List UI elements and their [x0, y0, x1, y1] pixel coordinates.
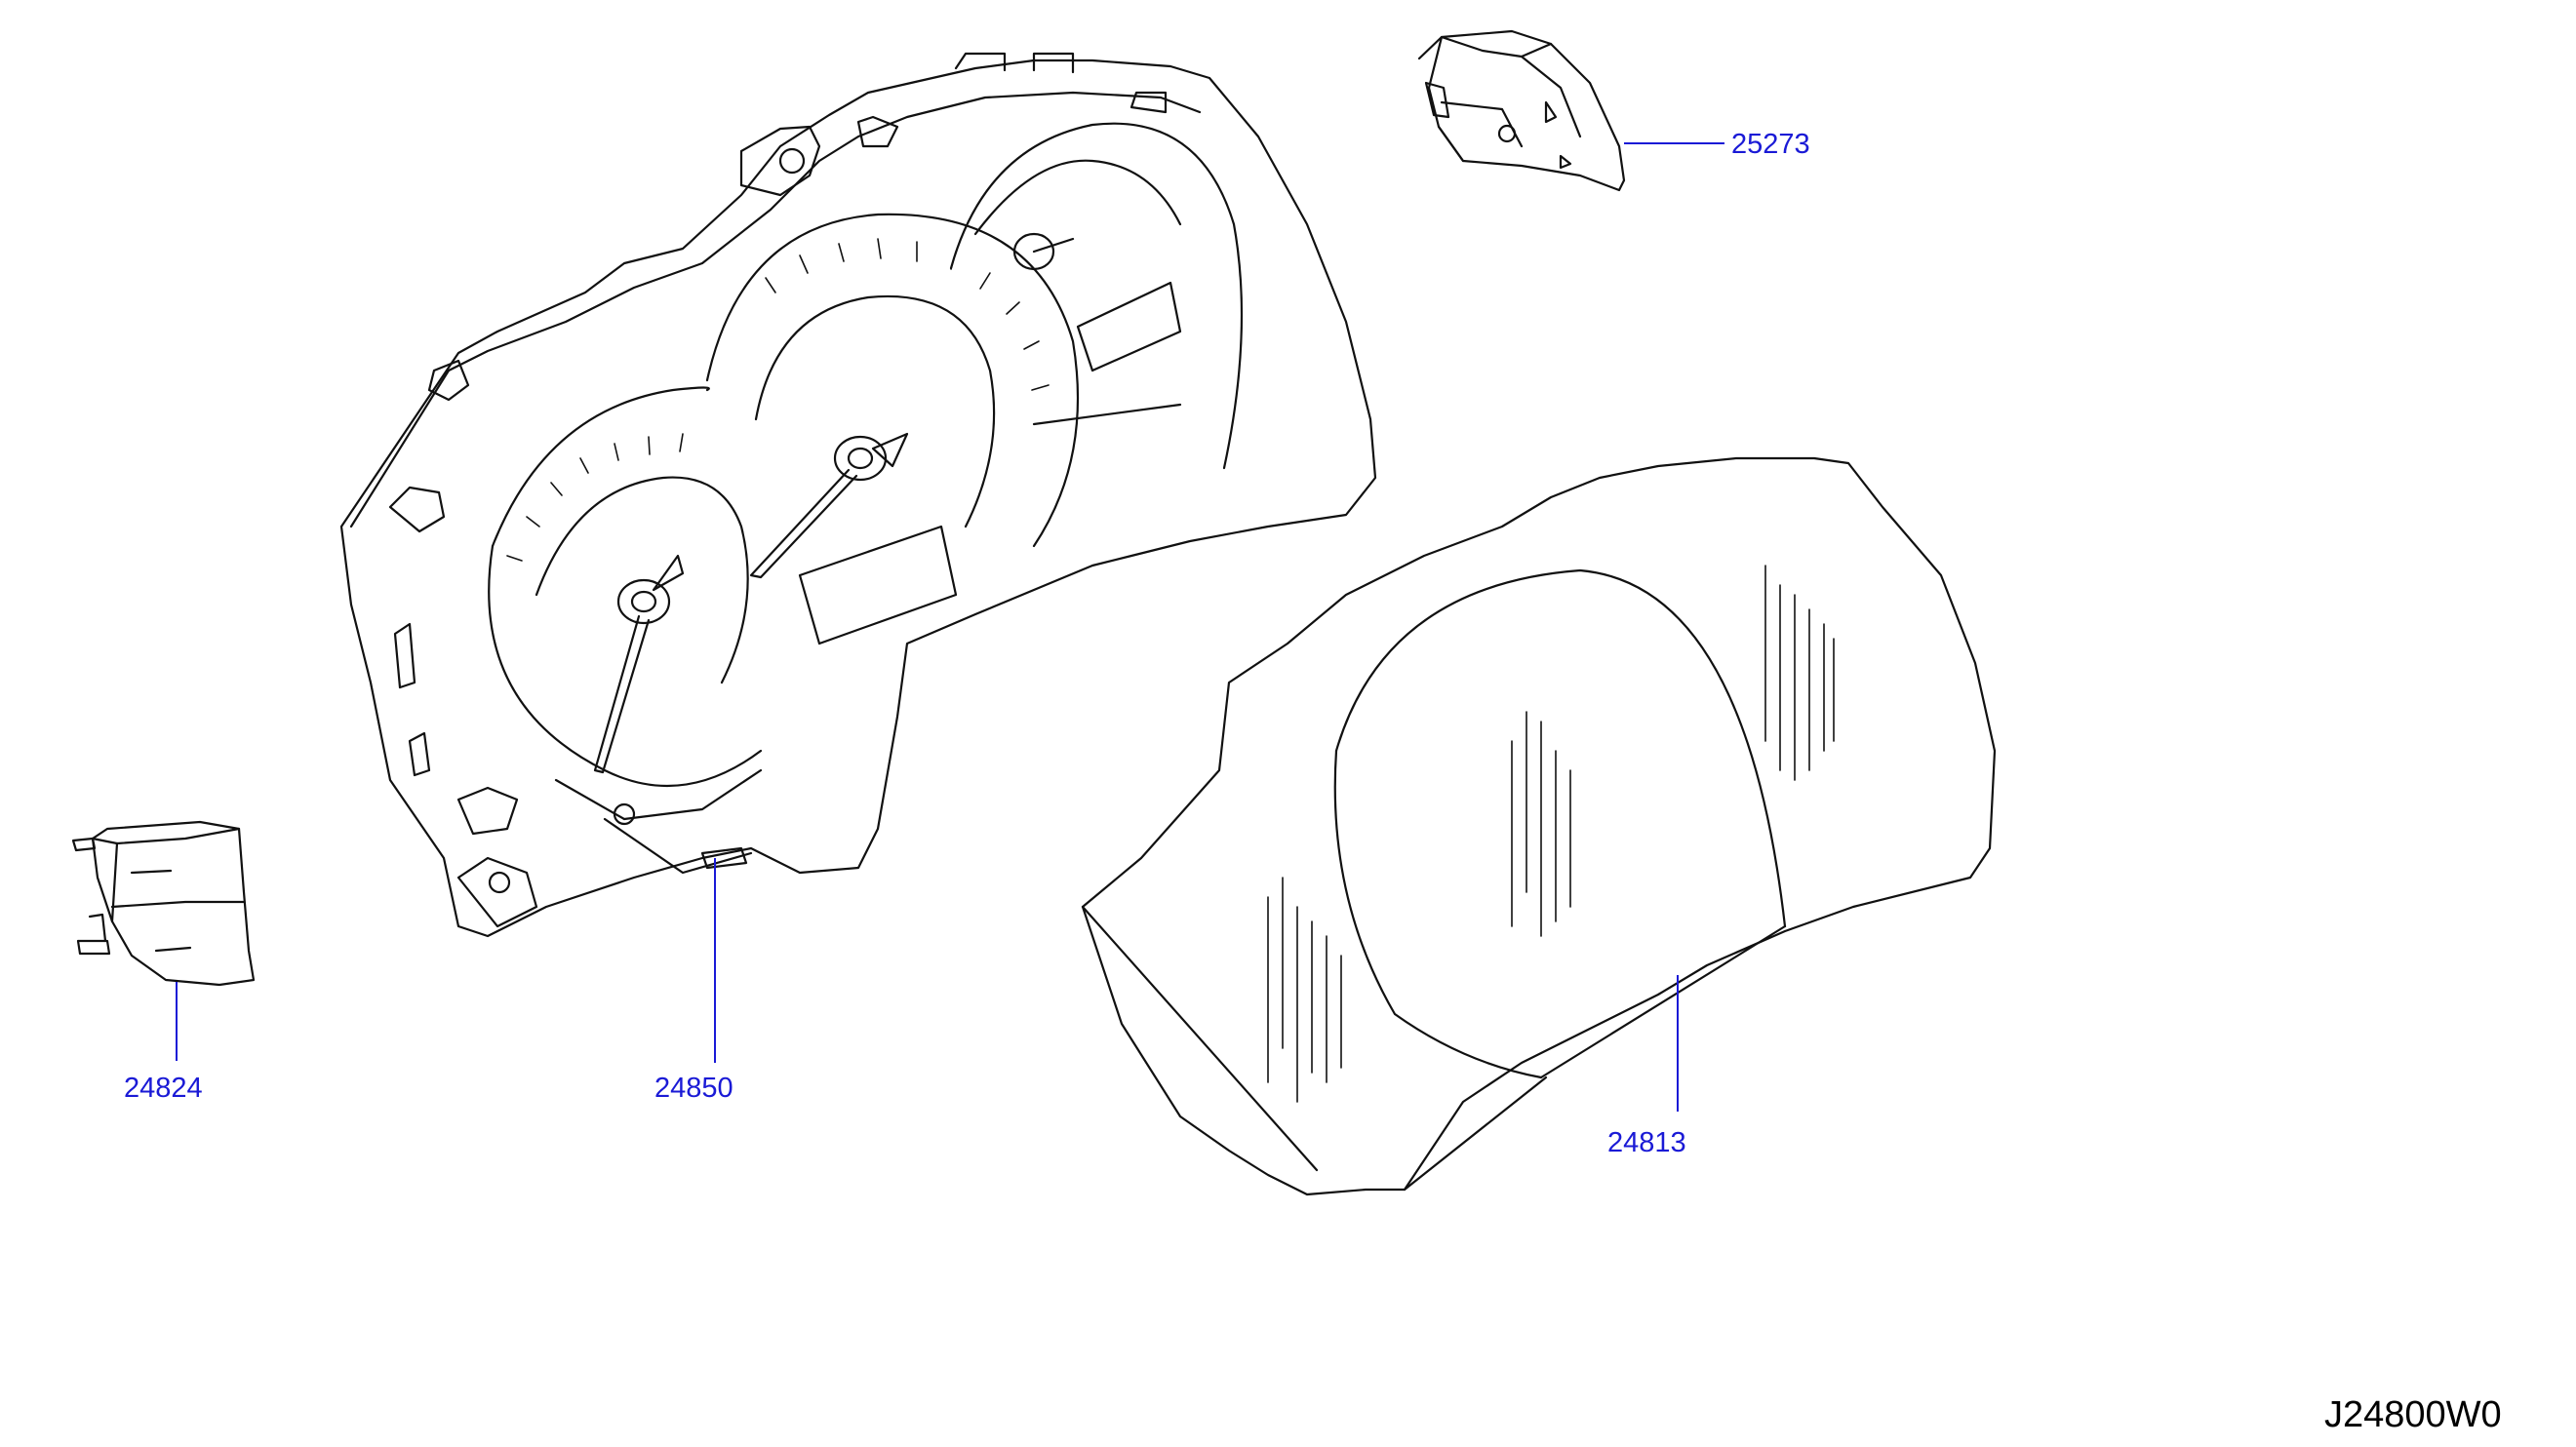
part-number-24850[interactable]: 24850 — [654, 1073, 733, 1104]
switch-assembly-left — [71, 820, 256, 987]
part-number-24813[interactable]: 24813 — [1607, 1127, 1686, 1158]
part-number-25273[interactable]: 25273 — [1731, 129, 1810, 160]
switch-assembly-top — [1417, 29, 1626, 192]
part-number-24824[interactable]: 24824 — [124, 1073, 203, 1104]
meter-lens-mask — [1081, 456, 1997, 1196]
figure-code: J24800W0 — [2324, 1394, 2502, 1435]
combination-meter-housing — [339, 52, 1377, 938]
